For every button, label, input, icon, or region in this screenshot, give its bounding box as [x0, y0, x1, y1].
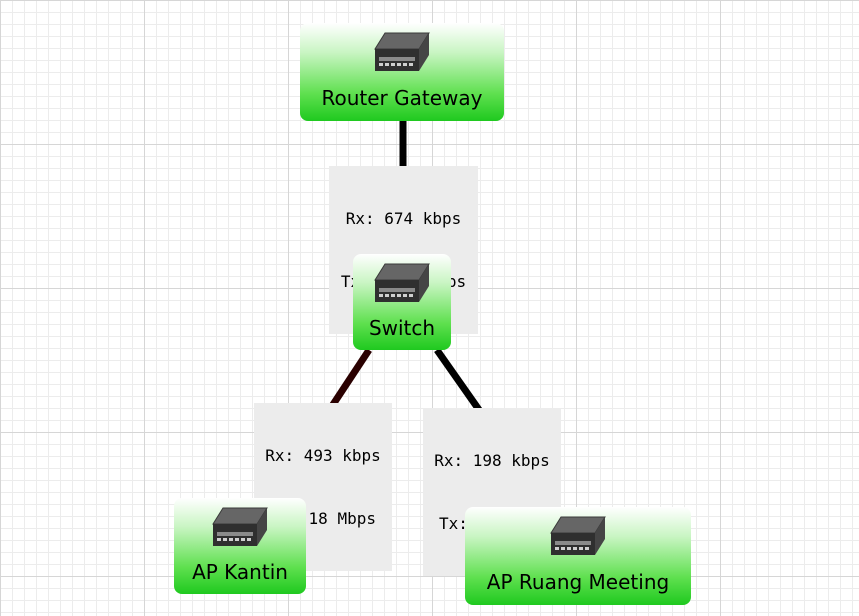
access-point-device-icon: [550, 516, 606, 555]
rx-rate: Rx: 198 kbps: [434, 451, 550, 470]
node-label: AP Ruang Meeting: [486, 570, 670, 594]
node-label: Router Gateway: [321, 86, 483, 110]
node-ap-ruang-meeting[interactable]: AP Ruang Meeting: [465, 507, 691, 605]
node-label: AP Kantin: [192, 560, 288, 584]
rx-rate: Rx: 493 kbps: [265, 446, 381, 465]
node-switch[interactable]: Switch: [353, 254, 451, 350]
rx-rate: Rx: 674 kbps: [345, 209, 462, 228]
router-device-icon: [374, 32, 430, 71]
node-router-gateway[interactable]: Router Gateway: [300, 23, 504, 121]
access-point-device-icon: [212, 507, 268, 546]
node-label: Switch: [368, 316, 436, 340]
node-ap-kantin[interactable]: AP Kantin: [174, 498, 306, 594]
switch-device-icon: [374, 263, 430, 302]
